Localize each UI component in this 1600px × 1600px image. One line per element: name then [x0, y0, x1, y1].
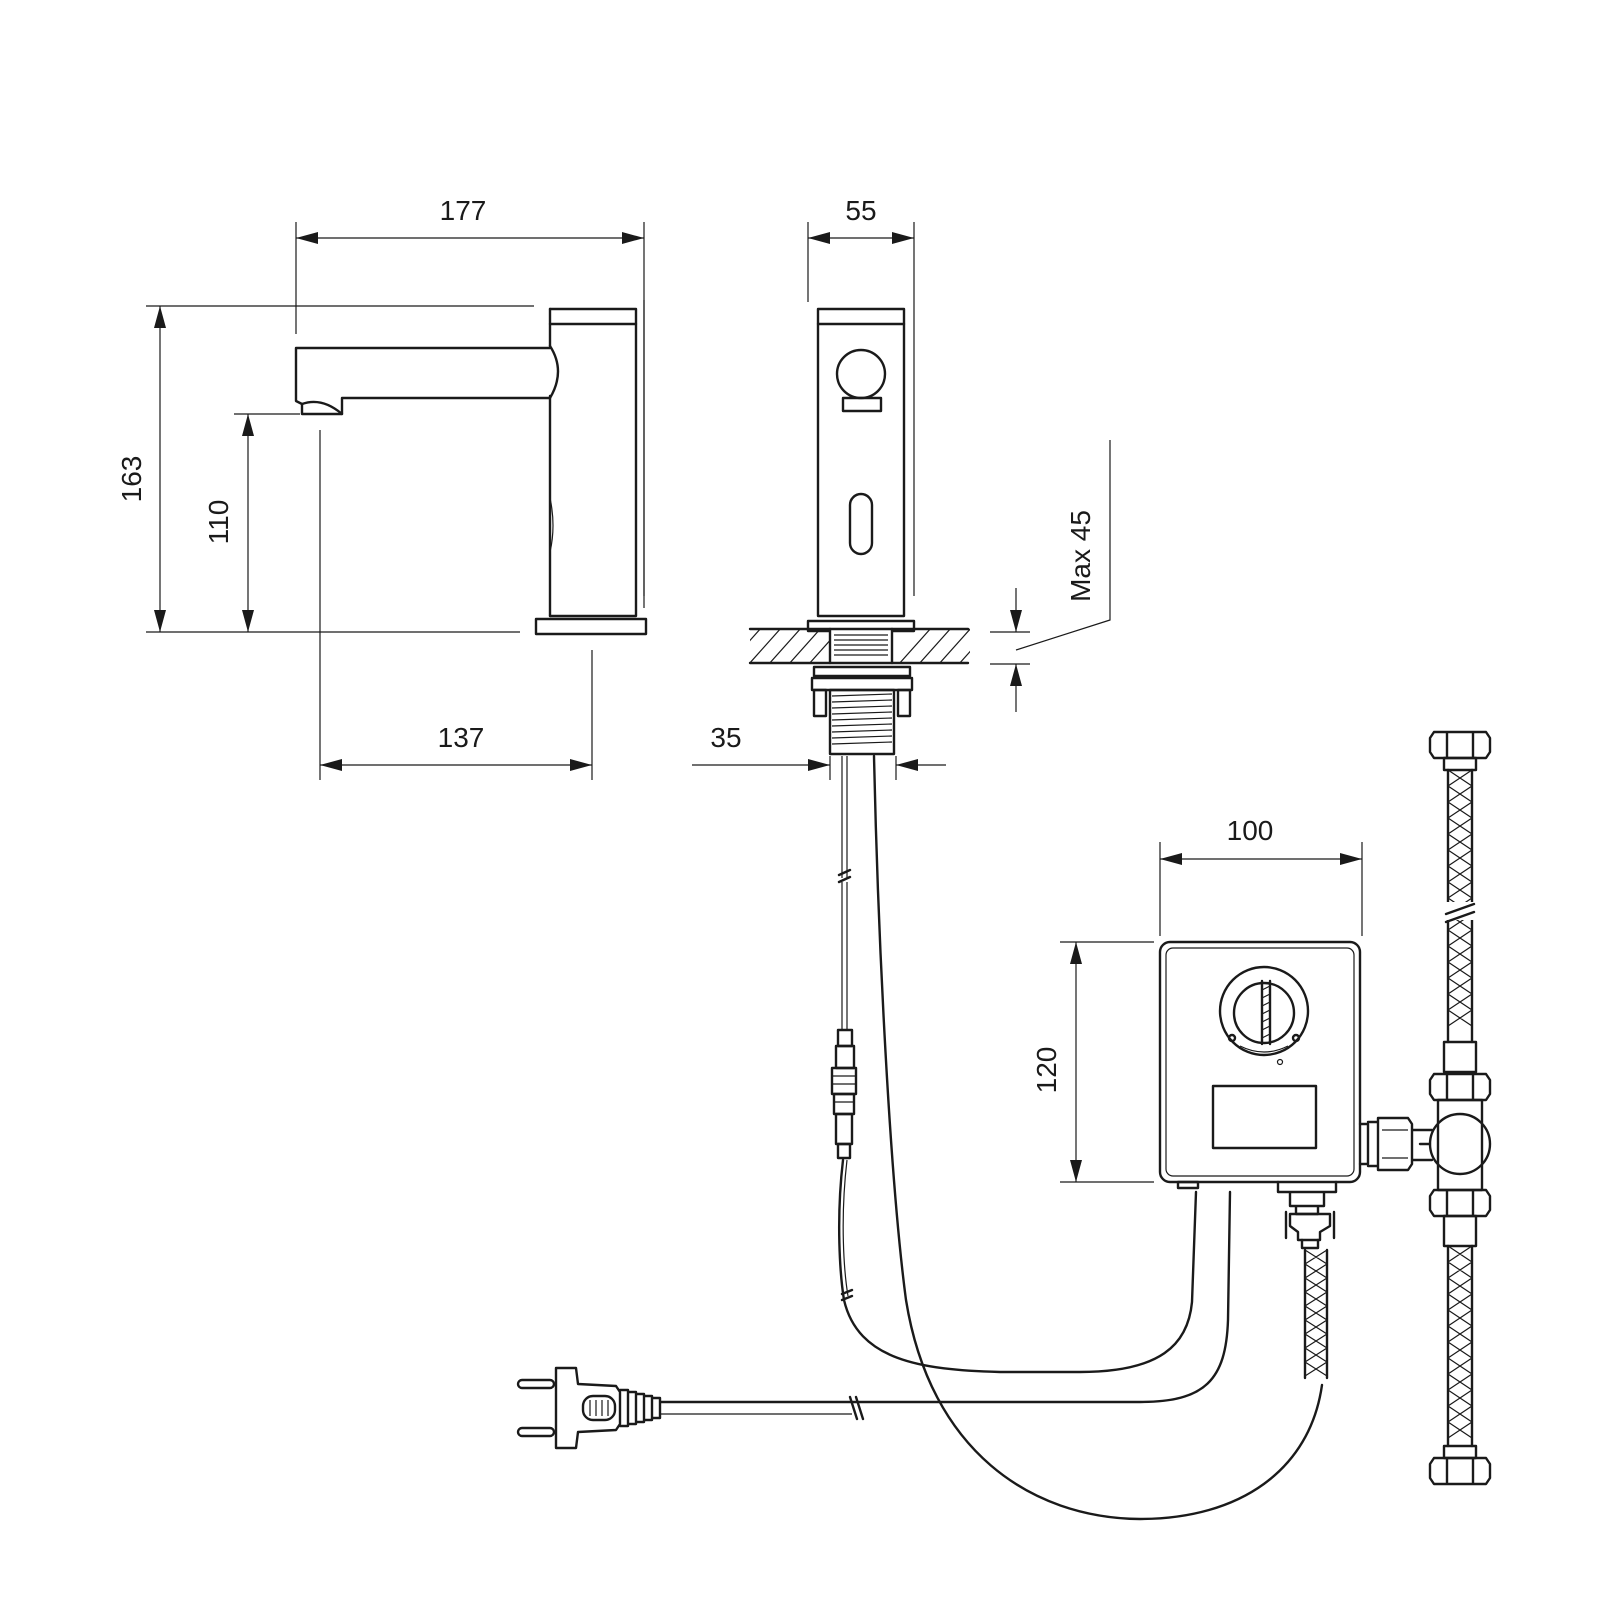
dimension-55: 55 — [807, 195, 915, 596]
faucet-spout-side — [294, 344, 560, 416]
mounting-nut — [810, 676, 914, 692]
spout-aerator-side — [300, 402, 344, 416]
faucet-cap-side — [548, 307, 638, 326]
stud-left — [812, 688, 828, 718]
braided-hose-bottom — [1446, 1244, 1474, 1448]
sensor-window-front — [848, 492, 874, 556]
bottom-fitting — [1276, 1180, 1338, 1216]
dimension-lines: 177 55 163 110 137 — [116, 195, 1363, 1183]
dim-label-163: 163 — [116, 456, 147, 503]
threaded-shank — [828, 688, 896, 756]
faucet-base-side — [534, 617, 648, 636]
power-cable — [872, 754, 1324, 1521]
box-foot-left — [1176, 1180, 1200, 1190]
sensor-window-side — [549, 497, 554, 553]
mixing-valve-assembly — [1358, 730, 1492, 1486]
hose-bottom-end-ferrule — [1442, 1444, 1478, 1460]
hose-bottom-ferrule — [1442, 1214, 1478, 1248]
dim-label-100: 100 — [1227, 815, 1274, 846]
plug-pin-bottom — [516, 1426, 556, 1438]
plug-body — [554, 1366, 622, 1450]
box-outlet-hose — [1303, 1248, 1329, 1380]
tee-nut-bottom — [1428, 1188, 1492, 1218]
faucet-body-front — [816, 307, 906, 618]
dim-label-max45: Max 45 — [1065, 510, 1096, 602]
dimension-177: 177 — [295, 195, 645, 596]
faucet-side-view — [294, 300, 648, 636]
plug-pin-top — [516, 1378, 556, 1390]
plug-strain-relief — [618, 1388, 662, 1428]
control-box-inner-edge — [1165, 947, 1355, 1177]
inline-connector — [830, 1028, 858, 1160]
power-plug — [516, 1366, 662, 1450]
mounting-hardware — [810, 665, 914, 756]
dim-label-110: 110 — [203, 500, 234, 545]
dimension-163: 163 — [116, 305, 534, 633]
hose-top-ferrule — [1442, 756, 1478, 772]
bottom-tap — [1284, 1210, 1336, 1242]
hex-nut-top — [1428, 730, 1492, 760]
dim-label-120: 120 — [1031, 1047, 1062, 1094]
counter-top — [748, 627, 970, 665]
hex-nut-bottom — [1428, 1456, 1492, 1486]
faucet-cables — [659, 754, 1324, 1521]
spout-end-front — [835, 348, 887, 400]
control-box — [1158, 940, 1362, 1380]
dim-label-137: 137 — [438, 722, 485, 753]
plug-cable — [659, 1190, 1232, 1404]
dimension-110: 110 — [203, 413, 300, 632]
shank-in-counter — [828, 627, 894, 665]
dimension-137: 137 — [319, 430, 593, 780]
plug-grip — [581, 1394, 617, 1422]
aerator-front — [841, 396, 883, 413]
hose-top-lower-ferrule — [1442, 1040, 1478, 1074]
mounting-plate — [812, 665, 912, 678]
control-box-label-window — [1211, 1084, 1318, 1150]
dimension-100: 100 — [1159, 815, 1363, 936]
dimension-35: 35 — [692, 722, 946, 780]
dim-label-55: 55 — [845, 195, 876, 226]
tee-nut-top — [1428, 1072, 1492, 1102]
sensor-cable — [837, 1158, 1198, 1374]
dimension-120: 120 — [1031, 941, 1154, 1183]
dimension-max45: Max 45 — [990, 440, 1111, 712]
stud-right — [896, 688, 912, 718]
control-box-body — [1158, 940, 1362, 1184]
dim-label-35: 35 — [710, 722, 741, 753]
faucet-body-side — [548, 307, 638, 618]
temperature-knob — [1218, 965, 1310, 1066]
faucet-front-view — [659, 307, 1324, 1521]
side-connector — [1358, 1116, 1434, 1172]
dim-label-177: 177 — [440, 195, 487, 226]
